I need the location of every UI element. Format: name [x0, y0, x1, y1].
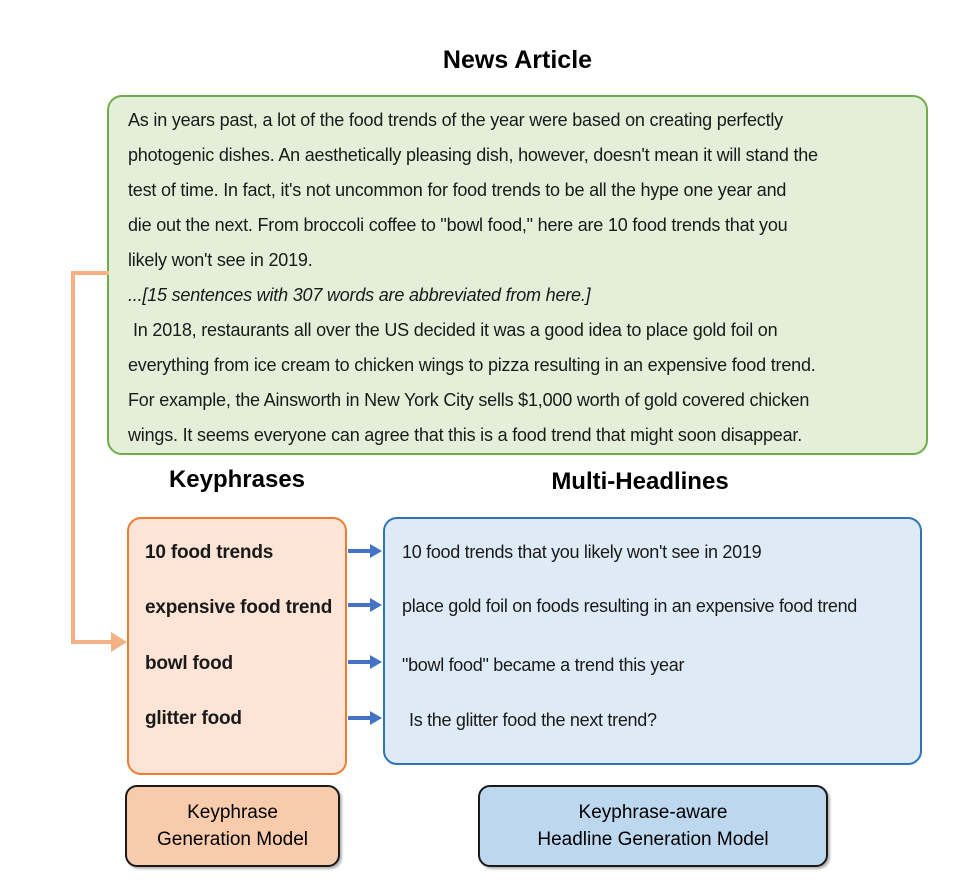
article-line: photogenic dishes. An aesthetically plea… — [128, 145, 818, 165]
blue-arrow-right-icon — [348, 655, 382, 669]
arrow-shaft — [348, 660, 372, 664]
orange-connector-vertical-segment — [71, 271, 75, 644]
article-line: In 2018, restaurants all over the US dec… — [133, 320, 778, 340]
keyphrases-title: Keyphrases — [168, 466, 306, 493]
arrow-shaft — [348, 603, 372, 607]
keyphrase-item: bowl food — [145, 653, 233, 674]
article-line: test of time. In fact, it's not uncommon… — [128, 180, 787, 200]
model-label-line: Headline Generation Model — [537, 829, 769, 850]
blue-arrow-right-icon — [348, 598, 382, 612]
arrow-head — [370, 711, 382, 725]
multi-headlines-title: Multi-Headlines — [551, 468, 729, 495]
keyphrase-generation-model-box: Keyphrase Generation Model — [125, 785, 340, 867]
article-line: everything from ice cream to chicken win… — [128, 355, 816, 375]
article-abbreviation-note: ...[15 sentences with 307 words are abbr… — [128, 285, 591, 305]
arrow-shaft — [348, 549, 372, 553]
article-line: die out the next. From broccoli coffee t… — [128, 215, 788, 235]
arrow-head — [370, 598, 382, 612]
arrow-shaft — [348, 716, 372, 720]
orange-arrowhead-icon — [111, 632, 127, 652]
news-article-title: News Article — [442, 46, 593, 74]
blue-arrow-right-icon — [348, 711, 382, 725]
headline-item: place gold foil on foods resulting in an… — [402, 596, 858, 616]
headline-item: "bowl food" became a trend this year — [402, 655, 685, 675]
article-line: likely won't see in 2019. — [128, 250, 313, 270]
article-line: wings. It seems everyone can agree that … — [128, 425, 803, 445]
keyphrase-item: 10 food trends — [145, 542, 274, 563]
multi-headlines-box: 10 food trends that you likely won't see… — [383, 517, 922, 765]
headline-generation-model-box: Keyphrase-aware Headline Generation Mode… — [478, 785, 828, 867]
model-label-line: Keyphrase — [187, 802, 278, 823]
arrow-head — [370, 544, 382, 558]
model-label-line: Generation Model — [156, 829, 309, 850]
model-label-line: Keyphrase-aware — [578, 802, 728, 823]
article-line: As in years past, a lot of the food tren… — [128, 110, 783, 130]
article-line: For example, the Ainsworth in New York C… — [128, 390, 810, 410]
arrow-head — [370, 655, 382, 669]
headline-item: 10 food trends that you likely won't see… — [402, 542, 762, 562]
news-article-box: As in years past, a lot of the food tren… — [107, 95, 928, 455]
keyphrase-item: glitter food — [145, 708, 242, 729]
headline-item: Is the glitter food the next trend? — [409, 710, 657, 730]
orange-connector-bottom-segment — [71, 640, 112, 644]
keyphrase-item: expensive food trend — [145, 597, 333, 618]
orange-connector-top-segment — [71, 271, 109, 275]
keyphrases-box: 10 food trends expensive food trend bowl… — [127, 517, 347, 775]
blue-arrow-right-icon — [348, 544, 382, 558]
